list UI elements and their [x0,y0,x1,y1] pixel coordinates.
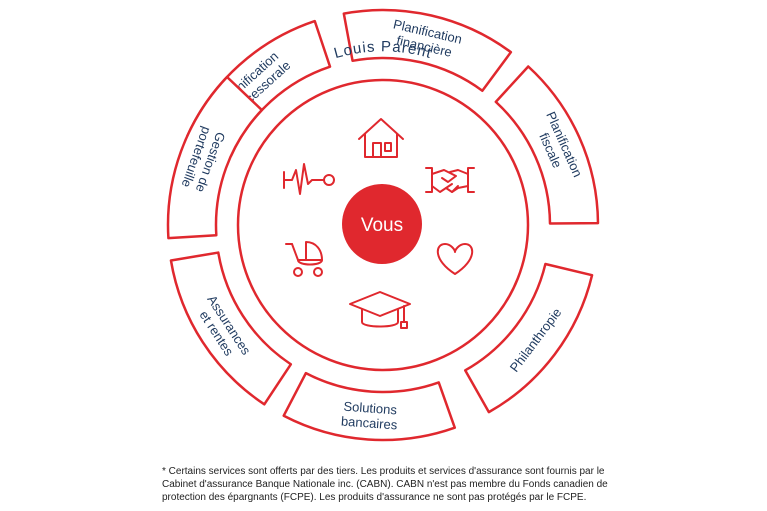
segment-label: Solutionsbancaires [341,399,400,433]
segment-outline [282,371,457,442]
segment-outline [169,251,293,406]
house-icon [358,118,404,158]
service-segment: Solutionsbancaires [282,371,457,442]
center-badge [342,184,422,264]
segment-outline [494,65,600,225]
heart-icon [436,243,474,275]
outer-ring: PlanificationsuccessoralePlanificationfi… [166,8,600,442]
service-segment: Assuranceset rentes [169,251,293,406]
inner-circle [236,78,530,372]
pulse-key-icon [283,163,335,195]
segment-label-line: Solutions [343,399,398,418]
advisor-name-text: Louis Parent [332,38,433,62]
segment-outline [342,8,513,93]
service-segment: Philanthropie [463,262,594,414]
center-label: Vous [361,215,403,236]
service-segment: Planificationfiscale [494,65,600,225]
services-wheel-diagram: PlanificationsuccessoralePlanificationfi… [166,8,600,442]
graduation-cap-icon [349,291,411,329]
segment-outline [166,75,264,240]
footnote: * Certains services sont offerts par des… [162,466,608,503]
advisor-name: Louis Parent [332,38,434,62]
segment-label-line: bancaires [341,414,399,433]
service-segment: Gestion deportefeuille [166,75,264,240]
stroller-icon [285,241,323,277]
handshake-icon [425,167,475,193]
segment-outline [463,262,594,414]
service-segment: Planificationfinancière [342,8,513,93]
